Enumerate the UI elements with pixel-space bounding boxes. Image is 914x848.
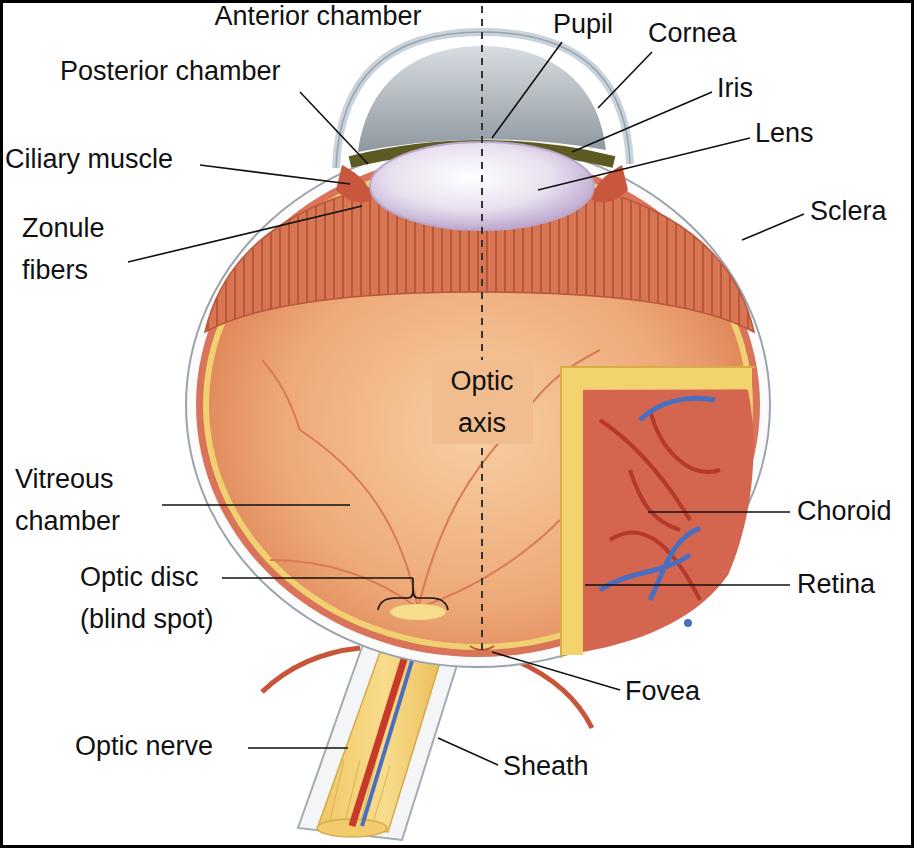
- choroid-cutaway: [583, 390, 754, 652]
- choroid-veins: [600, 398, 715, 600]
- leader-line: [438, 738, 498, 765]
- part-label: Choroid: [797, 495, 892, 527]
- part-label: Retina: [797, 568, 875, 600]
- leader-line: [248, 747, 348, 749]
- part-label: Sheath: [503, 750, 589, 782]
- leader-line: [200, 165, 350, 184]
- leader-line: [128, 206, 362, 262]
- part-label: Sclera: [810, 195, 887, 227]
- optic-disc: [390, 604, 446, 620]
- part-label: Fovea: [625, 675, 700, 707]
- part-label: Lens: [755, 117, 814, 149]
- optic-disc-bracket: [378, 578, 448, 610]
- leader-line: [162, 504, 350, 506]
- leader-line: [742, 214, 804, 240]
- part-label: Iris: [717, 72, 753, 104]
- part-label: Ciliary muscle: [5, 143, 173, 175]
- leader-line: [648, 511, 790, 513]
- part-label: Optic disc (blind spot): [80, 556, 255, 640]
- retinal-vessels: [262, 350, 600, 608]
- leader-line: [598, 52, 652, 108]
- optic-axis: [481, 6, 483, 650]
- part-label: Posterior chamber: [60, 55, 281, 87]
- part-label: Optic axis: [432, 360, 533, 444]
- ciliary-muscle: [592, 165, 628, 202]
- part-label: Vitreous chamber: [15, 458, 165, 542]
- sclera: [186, 143, 770, 667]
- part-label: Cornea: [648, 17, 737, 49]
- leader-lines: [128, 42, 804, 765]
- leader-line: [492, 42, 562, 138]
- leader-line: [585, 584, 790, 586]
- retina-cutaway: [572, 378, 752, 655]
- blood-vessel: [262, 648, 360, 692]
- part-label: Optic nerve: [75, 730, 213, 762]
- leader-line: [492, 652, 620, 690]
- leader-line: [538, 138, 750, 190]
- part-label: Pupil: [553, 8, 613, 40]
- vessel-end: [684, 619, 692, 627]
- leader-line: [572, 92, 712, 152]
- part-label: Zonule fibers: [22, 207, 137, 291]
- leader-line: [222, 577, 413, 579]
- leader-line: [300, 92, 368, 164]
- part-label: Anterior chamber: [214, 0, 421, 32]
